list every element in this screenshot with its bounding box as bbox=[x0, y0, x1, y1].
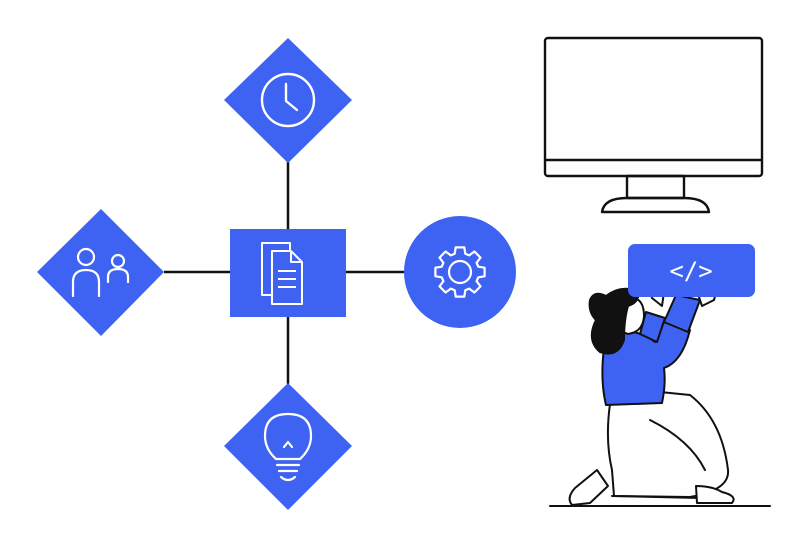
clock-icon bbox=[260, 72, 316, 128]
users-node bbox=[37, 209, 164, 336]
code-badge-label: </> bbox=[669, 257, 712, 285]
person-hair bbox=[588, 287, 640, 355]
gear-icon bbox=[434, 246, 486, 298]
document-icon bbox=[261, 242, 303, 305]
person-shoe bbox=[695, 485, 735, 504]
clock-node bbox=[224, 38, 352, 163]
connector-lines bbox=[164, 160, 408, 384]
users-icon bbox=[71, 247, 130, 298]
person-shoe bbox=[568, 469, 609, 506]
gear-node bbox=[404, 216, 516, 328]
lightbulb-node bbox=[224, 383, 352, 510]
document-node bbox=[230, 229, 346, 317]
lightbulb-icon bbox=[263, 412, 313, 482]
monitor-icon bbox=[543, 36, 764, 214]
code-badge bbox=[628, 244, 755, 297]
person-illustration bbox=[549, 244, 771, 507]
person-pants bbox=[606, 391, 730, 498]
